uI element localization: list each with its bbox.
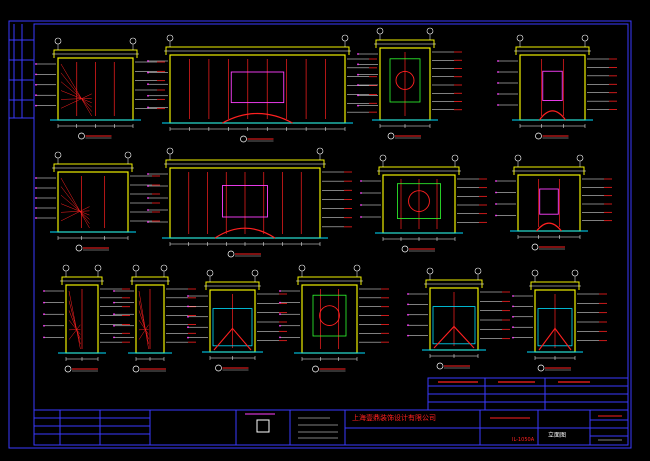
sheet-border-outer xyxy=(8,20,632,449)
left-binding-strip xyxy=(9,24,34,119)
elev-4 xyxy=(497,34,617,140)
elev-8 xyxy=(495,154,612,251)
title-block-drawing-no: IL-1050A xyxy=(512,437,535,443)
elevation-layer xyxy=(35,27,617,373)
sheet-border-inner xyxy=(33,23,629,446)
elev-10 xyxy=(113,264,196,373)
elev-9 xyxy=(43,264,130,373)
elev-13 xyxy=(407,267,510,370)
title-block xyxy=(33,377,629,446)
title-block-company: 上海壹鼎装饰设计有限公司 xyxy=(352,414,436,422)
company-logo xyxy=(256,419,270,433)
elev-2 xyxy=(147,34,377,143)
elev-1 xyxy=(35,37,165,140)
title-block-drawing-name: 立面图 xyxy=(548,432,567,439)
elev-6 xyxy=(147,147,352,258)
elev-3 xyxy=(357,27,462,140)
elev-14 xyxy=(512,269,607,372)
elev-7 xyxy=(360,154,487,253)
elev-12 xyxy=(279,264,389,373)
elev-11 xyxy=(187,269,287,372)
elev-5 xyxy=(35,151,160,252)
